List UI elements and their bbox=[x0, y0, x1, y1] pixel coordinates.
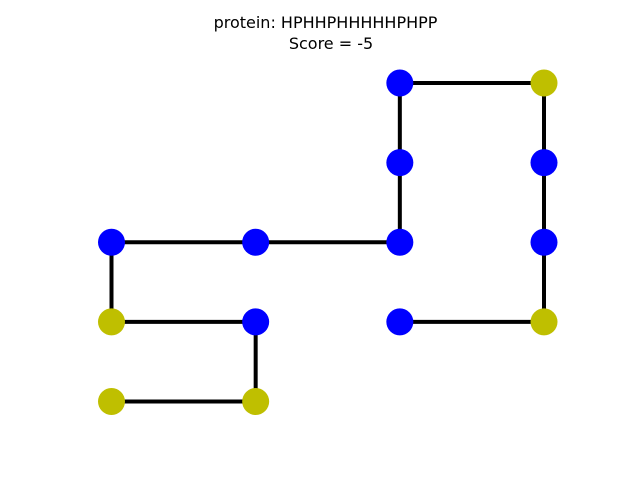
residue-0-hydrophobic bbox=[386, 308, 414, 336]
residue-5-hydrophobic bbox=[386, 69, 414, 97]
residue-3-hydrophobic bbox=[530, 149, 558, 177]
residue-6-hydrophobic bbox=[386, 149, 414, 177]
residue-4-polar bbox=[530, 69, 558, 97]
residue-12-polar bbox=[242, 388, 270, 415]
residue-9-hydrophobic bbox=[98, 228, 125, 256]
residue-13-polar bbox=[98, 388, 125, 415]
chart-title: protein: HPHHPHHHHHPHPP bbox=[214, 13, 438, 32]
residue-7-hydrophobic bbox=[386, 228, 414, 256]
residue-1-polar bbox=[530, 308, 558, 336]
bond-layer bbox=[109, 81, 546, 404]
residue-10-polar bbox=[98, 308, 125, 336]
residue-11-hydrophobic bbox=[242, 308, 270, 336]
residue-layer bbox=[98, 69, 558, 415]
chart-subtitle: Score = -5 bbox=[289, 34, 373, 53]
residue-2-hydrophobic bbox=[530, 228, 558, 256]
residue-8-hydrophobic bbox=[242, 228, 270, 256]
